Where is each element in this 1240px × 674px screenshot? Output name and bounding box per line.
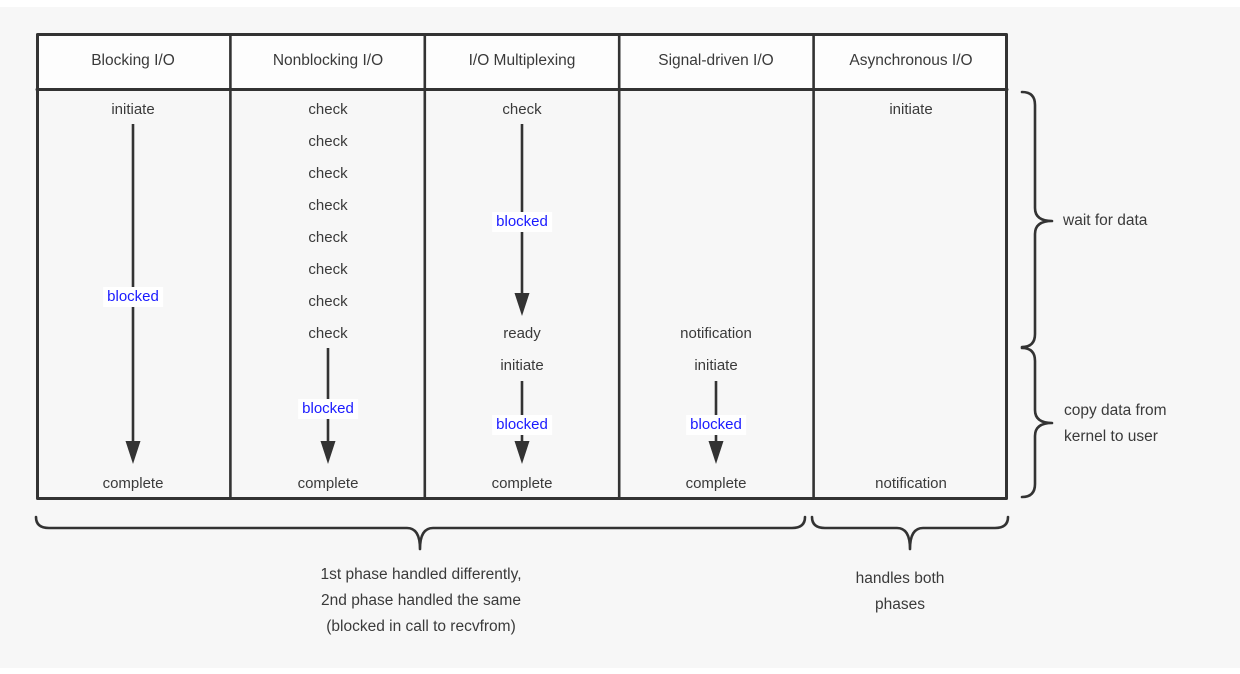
arrows: [125, 124, 724, 464]
nonblocking-check-label: check: [308, 325, 348, 342]
first-phase-annotation: 1st phase handled differently, 2nd phase…: [320, 562, 521, 640]
nonblocking-check-label: check: [308, 293, 348, 310]
column-header-io-multiplexing: I/O Multiplexing: [468, 52, 576, 69]
multiplexing-complete-label: complete: [491, 475, 553, 492]
signal-driven-blocked-label: blocked: [686, 415, 746, 435]
nonblocking-check-label: check: [308, 197, 348, 214]
column-header-nonblocking-io: Nonblocking I/O: [272, 52, 384, 69]
signal-driven-complete-label: complete: [685, 475, 747, 492]
column-header-asynchronous-io: Asynchronous I/O: [849, 52, 973, 69]
top-white-strip: [0, 0, 1240, 7]
first-phase-annotation-line1: 1st phase handled differently,: [320, 566, 522, 583]
copy-data-brace: [1020, 346, 1054, 499]
signal-driven-notification-label: notification: [680, 325, 752, 342]
multiplexing-blocked-wait-label: blocked: [492, 212, 552, 232]
copy-data-annotation-line1: copy data from: [1064, 402, 1167, 419]
bottom-white-strip: [0, 668, 1240, 674]
blocking-blocked-label: blocked: [103, 287, 163, 307]
both-phases-brace: [810, 515, 1010, 551]
column-header-blocking-io: Blocking I/O: [91, 52, 175, 69]
nonblocking-check-label: check: [308, 229, 348, 246]
nonblocking-check-label: check: [308, 261, 348, 278]
nonblocking-check-label: check: [308, 165, 348, 182]
both-phases-annotation-line2: phases: [875, 596, 925, 613]
both-phases-annotation: handles both phases: [856, 566, 945, 618]
multiplexing-check-label: check: [502, 101, 542, 118]
copy-data-annotation: copy data from kernel to user: [1064, 398, 1167, 450]
column-header-signal-driven-io: Signal-driven I/O: [658, 52, 774, 69]
wait-for-data-brace: [1020, 90, 1054, 349]
multiplexing-ready-label: ready: [503, 325, 541, 342]
nonblocking-blocked-label: blocked: [298, 399, 358, 419]
nonblocking-check-label: check: [308, 133, 348, 150]
copy-data-annotation-line2: kernel to user: [1064, 428, 1158, 445]
asynchronous-notification-label: notification: [875, 475, 947, 492]
first-phase-brace: [34, 515, 807, 551]
wait-for-data-annotation: wait for data: [1063, 212, 1148, 229]
asynchronous-initiate-label: initiate: [889, 101, 933, 118]
blocking-complete-label: complete: [102, 475, 164, 492]
first-phase-annotation-line3: (blocked in call to recvfrom): [326, 618, 516, 635]
both-phases-annotation-line1: handles both: [855, 570, 945, 587]
nonblocking-complete-label: complete: [297, 475, 359, 492]
blocking-initiate-label: initiate: [111, 101, 155, 118]
first-phase-annotation-line2: 2nd phase handled the same: [321, 592, 521, 609]
nonblocking-check-label: check: [308, 101, 348, 118]
multiplexing-blocked-copy-label: blocked: [492, 415, 552, 435]
signal-driven-initiate-label: initiate: [694, 357, 738, 374]
multiplexing-initiate-label: initiate: [500, 357, 544, 374]
